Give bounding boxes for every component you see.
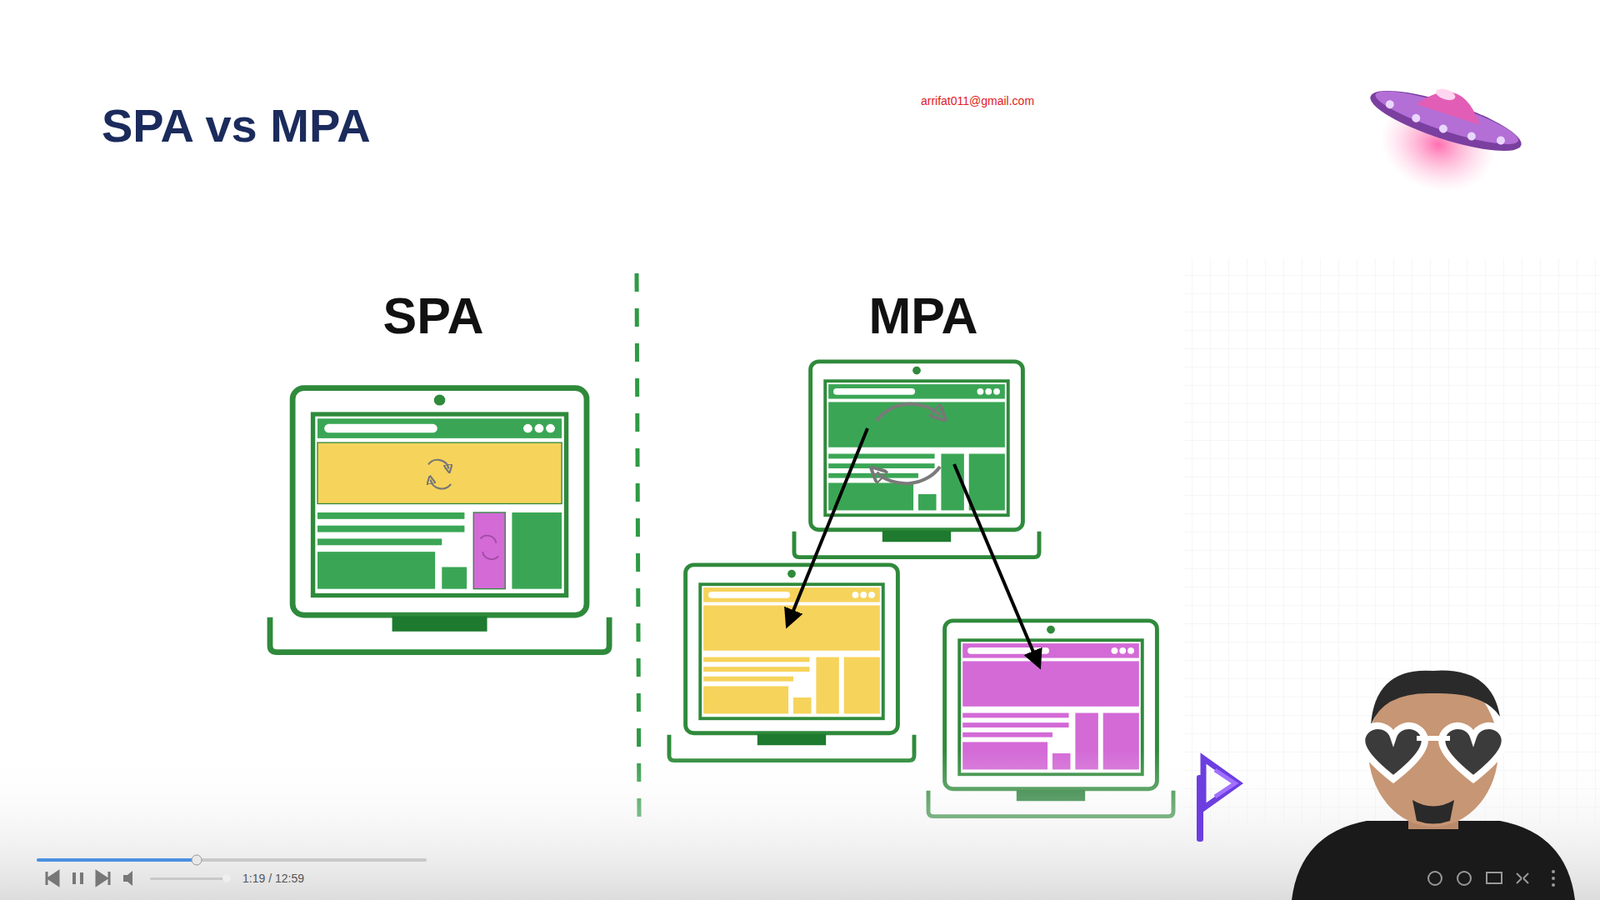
video-timestamp: 1:19 / 12:59 bbox=[242, 871, 305, 885]
video-controls bbox=[36, 855, 1555, 887]
presenter-figure bbox=[1291, 670, 1575, 900]
player-fade bbox=[0, 750, 1600, 900]
spa-laptop bbox=[270, 388, 610, 653]
divider-line bbox=[636, 273, 640, 817]
slide-title: SPA vs MPA bbox=[101, 98, 371, 153]
grid-background bbox=[1183, 258, 1600, 825]
heading-text: MPA bbox=[868, 288, 978, 345]
navigation-arrow bbox=[954, 464, 1040, 666]
section-heading: SPA bbox=[376, 285, 491, 348]
section-heading: MPA bbox=[861, 285, 985, 348]
mpa-main-laptop bbox=[794, 361, 1040, 558]
reload-symbol bbox=[876, 404, 940, 484]
ufo-icon bbox=[1348, 67, 1530, 213]
channel-logo bbox=[1196, 758, 1239, 842]
navigation-arrow bbox=[787, 428, 868, 625]
yellow-page-laptop bbox=[669, 565, 915, 761]
watermark-email: arrifat011@gmail.com bbox=[920, 94, 1035, 108]
heading-text: SPA bbox=[383, 288, 485, 345]
